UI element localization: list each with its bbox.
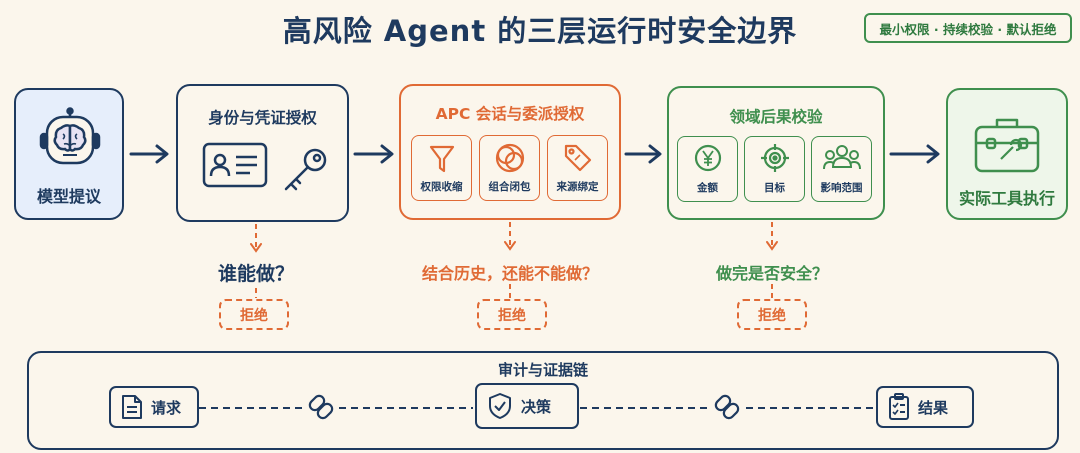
question-safe-after: 做完是否安全？ — [715, 264, 828, 283]
toolbox-icon — [974, 118, 1040, 173]
arrow-domain-to-tool — [889, 144, 940, 164]
apc-session-delegation-box: APC 会话与委派授权 权限收缩 组合闭包 来源绑定 — [399, 84, 621, 220]
audit-step-decision: 决策 — [475, 383, 579, 429]
question-who-can: 谁能做？ — [217, 263, 294, 285]
apc-item-source-binding: 来源绑定 — [547, 135, 608, 201]
apc-item-label: 权限收缩 — [420, 181, 463, 193]
page-title: 高风险 Agent 的三层运行时安全边界 — [282, 14, 798, 48]
arrow-identity-to-apc — [353, 144, 394, 164]
domain-item-label: 金额 — [697, 182, 718, 194]
target-icon — [761, 144, 789, 172]
audit-title: 审计与证据链 — [497, 361, 588, 379]
tool-label: 实际工具执行 — [958, 189, 1055, 208]
audit-step-label: 结果 — [918, 398, 949, 417]
audit-evidence-chain: 审计与证据链 请求 决策 — [27, 351, 1059, 450]
robot-brain-icon — [39, 107, 101, 165]
chain-link-icon — [714, 394, 740, 420]
deny-badge-identity: 拒绝 — [219, 299, 289, 330]
model-label: 模型提议 — [36, 187, 101, 206]
domain-item-amount: 金额 — [677, 136, 738, 202]
apc-item-privilege-shrink: 权限收缩 — [411, 135, 472, 201]
domain-item-target: 目标 — [744, 136, 805, 202]
domain-item-impact-scope: 影响范围 — [811, 136, 872, 202]
policy-badge: 最小权限 · 持续校验 · 默认拒绝 — [864, 13, 1072, 43]
yen-coin-icon — [694, 144, 722, 172]
audit-step-label: 决策 — [521, 397, 552, 416]
domain-consequence-box: 领域后果校验 金额 目标 影响范围 — [667, 86, 885, 220]
question-history: 结合历史，还能不能做？ — [421, 264, 598, 283]
shield-check-icon — [489, 393, 511, 419]
apc-item-composition-closure: 组合闭包 — [479, 135, 540, 201]
people-group-icon — [823, 145, 861, 170]
tool-execution-box: 实际工具执行 — [946, 88, 1068, 220]
audit-chain-links — [199, 394, 874, 420]
document-icon — [122, 395, 142, 419]
interlocking-rings-icon — [495, 143, 525, 173]
audit-step-request: 请求 — [109, 386, 199, 428]
clipboard-checklist-icon — [889, 393, 909, 420]
apc-item-label: 组合闭包 — [488, 181, 531, 193]
id-card-icon — [202, 142, 268, 188]
key-icon — [284, 148, 327, 191]
apc-item-label: 来源绑定 — [556, 181, 599, 193]
arrow-model-to-identity — [129, 144, 169, 164]
apc-title: APC 会话与委派授权 — [435, 105, 585, 123]
tag-icon — [564, 144, 592, 172]
arrow-apc-to-domain — [624, 144, 662, 164]
deny-badge-domain: 拒绝 — [737, 299, 807, 330]
identity-credential-box: 身份与凭证授权 — [176, 84, 349, 222]
domain-title: 领域后果校验 — [729, 108, 823, 126]
domain-item-label: 影响范围 — [820, 182, 863, 194]
model-proposal-box: 模型提议 — [14, 88, 124, 220]
audit-step-result: 结果 — [876, 386, 974, 428]
identity-title: 身份与凭证授权 — [208, 109, 317, 127]
deny-badge-apc: 拒绝 — [477, 299, 547, 330]
funnel-icon — [429, 145, 455, 173]
audit-step-label: 请求 — [151, 398, 182, 417]
chain-link-icon — [308, 394, 334, 420]
domain-item-label: 目标 — [764, 182, 785, 194]
